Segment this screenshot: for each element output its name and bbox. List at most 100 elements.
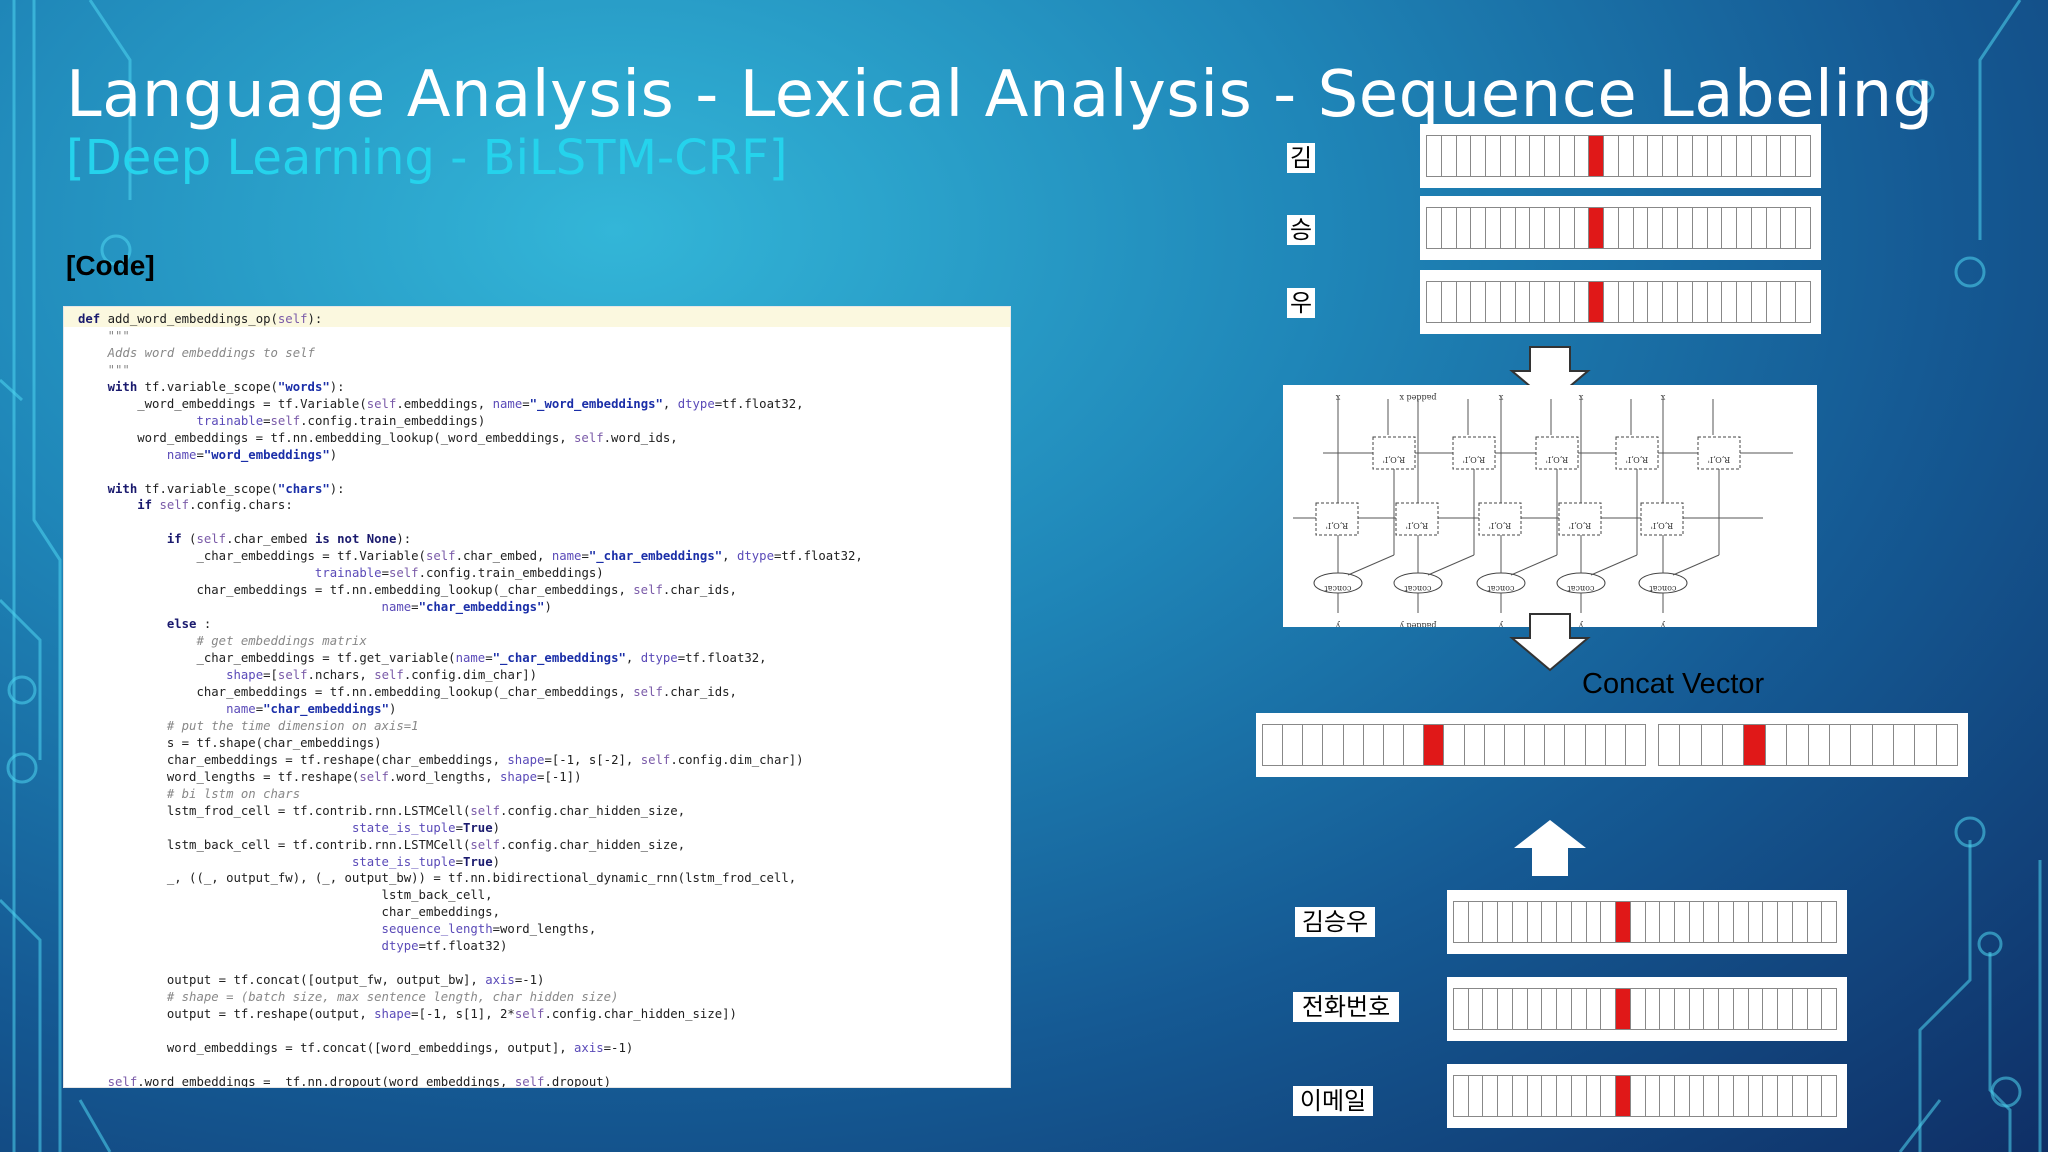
vector-cell	[1634, 282, 1649, 322]
vector-cell	[1734, 989, 1749, 1029]
vector-cell	[1915, 725, 1937, 765]
vector-cells	[1262, 724, 1646, 766]
vector-cell	[1663, 208, 1679, 248]
vector-cell	[1442, 282, 1457, 322]
concat-vector-label: Concat Vector	[1582, 668, 1765, 700]
input-label: x	[1335, 393, 1340, 402]
vector-cell	[1767, 208, 1782, 248]
code-line: word_embeddings = tf.concat([word_embedd…	[78, 1040, 634, 1055]
vector-cell	[1808, 1076, 1823, 1116]
vector-cell	[1486, 136, 1501, 176]
vector-cell	[1442, 136, 1457, 176]
vector-cell	[1781, 282, 1797, 322]
vector-cell	[1660, 1076, 1676, 1116]
vector-cell	[1619, 208, 1634, 248]
output-label: padded y	[1399, 621, 1437, 627]
vector-cell	[1708, 208, 1723, 248]
vector-cell	[1565, 725, 1586, 765]
vector-cell	[1722, 208, 1738, 248]
vector-cell	[1763, 989, 1779, 1029]
vector-cell	[1648, 282, 1664, 322]
vector-cell	[1498, 989, 1513, 1029]
code-line: name="char_embeddings")	[226, 701, 397, 716]
vector-cell	[1619, 136, 1634, 176]
input-label: x	[1660, 393, 1665, 402]
vector-cell	[1498, 902, 1513, 942]
vector-cell	[1303, 725, 1324, 765]
vector-cell	[1778, 989, 1793, 1029]
code-line: name="char_embeddings")	[381, 600, 552, 615]
vector-cell	[1693, 136, 1708, 176]
input-label: padded x	[1399, 393, 1437, 402]
active-cell	[1616, 902, 1631, 942]
char-vector-1	[1420, 124, 1821, 188]
code-line: if self.config.chars:	[137, 498, 293, 513]
vector-cell	[1471, 136, 1487, 176]
code-line: shape=[self.nchars, self.config.dim_char…	[226, 668, 538, 683]
cell-label: R,O,I'	[1708, 455, 1731, 464]
vector-cell	[1690, 1076, 1705, 1116]
output-line	[1510, 554, 1558, 576]
vector-cell	[1704, 1076, 1720, 1116]
slide-subtitle: [Deep Learning - BiLSTM-CRF]	[66, 130, 788, 186]
backward-cell	[1372, 436, 1416, 470]
vector-cell	[1796, 282, 1810, 322]
vector-cell	[1767, 136, 1782, 176]
vector-cell	[1404, 725, 1425, 765]
concat-label: concat	[1324, 584, 1352, 593]
output-label: y	[1660, 621, 1666, 627]
vector-cell	[1501, 136, 1516, 176]
backward-cell	[1452, 436, 1496, 470]
vector-cell	[1778, 902, 1793, 942]
vector-cells	[1453, 901, 1837, 943]
vector-cell	[1678, 282, 1693, 322]
vector-cell	[1516, 208, 1531, 248]
vector-cell	[1722, 136, 1738, 176]
vector-cell	[1486, 282, 1501, 322]
vector-cell	[1690, 989, 1705, 1029]
vector-cell	[1601, 1076, 1617, 1116]
vector-cell	[1604, 136, 1619, 176]
vector-cell	[1587, 1076, 1602, 1116]
vector-cells	[1658, 724, 1958, 766]
code-line: char_embeddings = tf.nn.embedding_lookup…	[78, 684, 737, 699]
active-cell	[1744, 725, 1766, 765]
code-line: output = tf.concat([output_fw, output_bw…	[78, 973, 545, 988]
output-label: y	[1578, 621, 1584, 627]
vector-cell	[1737, 282, 1752, 322]
vector-cell	[1575, 136, 1590, 176]
vector-cell	[1513, 902, 1528, 942]
vector-cell	[1557, 1076, 1572, 1116]
vector-cell	[1587, 989, 1602, 1029]
vector-cell	[1634, 136, 1649, 176]
vector-cell	[1937, 725, 1957, 765]
vector-cell	[1530, 136, 1546, 176]
word-token-3: 이메일	[1293, 1086, 1373, 1116]
vector-cell	[1513, 1076, 1528, 1116]
vector-cell	[1545, 725, 1566, 765]
code-line: """	[78, 362, 130, 377]
forward-cell	[1640, 502, 1684, 536]
vector-cell	[1263, 725, 1284, 765]
vector-cell	[1465, 725, 1485, 765]
vector-cell	[1781, 208, 1797, 248]
vector-cell	[1734, 902, 1749, 942]
output-line	[1347, 554, 1395, 576]
vector-cell	[1486, 208, 1501, 248]
forward-cell	[1478, 502, 1522, 536]
vector-cell	[1528, 902, 1543, 942]
vector-cell	[1808, 989, 1823, 1029]
code-line: _, ((_, output_fw), (_, output_bw)) = tf…	[166, 871, 797, 886]
vector-cell	[1560, 282, 1575, 322]
vector-cell	[1572, 989, 1587, 1029]
vector-cell	[1708, 282, 1723, 322]
vector-cell	[1793, 1076, 1808, 1116]
cell-label: R,O,I'	[1489, 521, 1512, 530]
vector-cell	[1822, 1076, 1836, 1116]
vector-cell	[1631, 902, 1646, 942]
vector-cell	[1575, 282, 1590, 322]
vector-cell	[1708, 136, 1723, 176]
vector-cell	[1763, 902, 1779, 942]
